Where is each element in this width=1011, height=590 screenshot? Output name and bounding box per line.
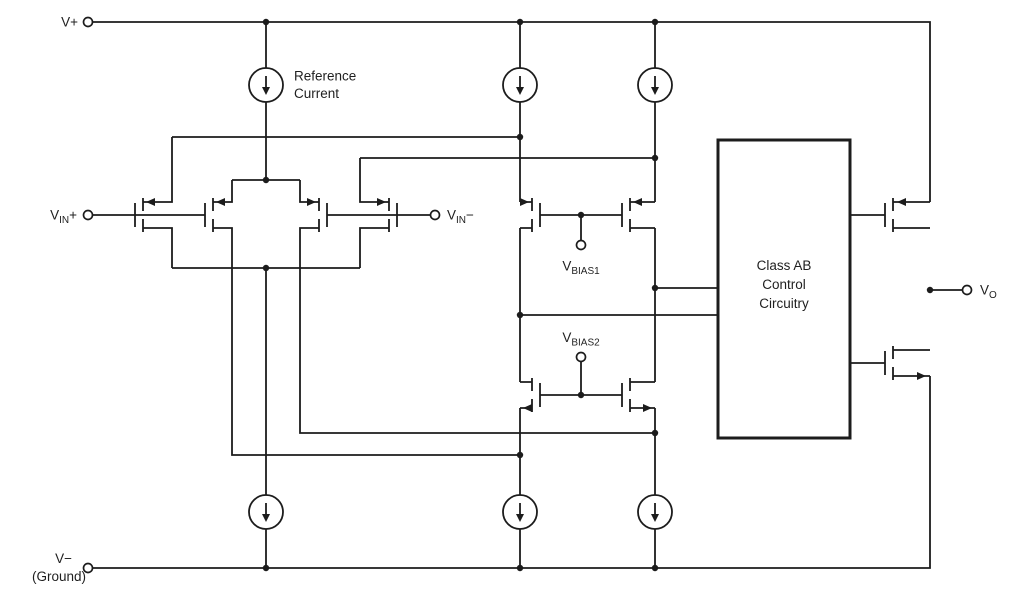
mosfet-arrow-icon <box>897 198 906 206</box>
current-arrow-icon <box>516 514 524 522</box>
input-mosfet-1 <box>134 137 173 268</box>
current-arrow-icon <box>651 87 659 95</box>
lower-cascode-mosfet-left <box>520 378 541 412</box>
bottom-current-source-3 <box>637 494 673 530</box>
vbias2-terminal <box>575 351 587 363</box>
vplus-terminal <box>82 16 94 28</box>
top-current-source-3 <box>637 67 673 103</box>
lower-cascode-mosfet-right <box>621 378 655 412</box>
mosfet-arrow-icon <box>633 198 642 206</box>
input-mosfet-3 <box>299 180 655 434</box>
output-mosfet-bottom <box>884 346 930 380</box>
class-ab-label-line3: Circuitry <box>759 296 809 311</box>
vout-terminal <box>961 284 973 296</box>
vbias1-terminal <box>575 239 587 251</box>
top-current-source-2 <box>502 67 538 103</box>
mosfet-arrow-icon <box>307 198 316 206</box>
current-arrow-icon <box>262 514 270 522</box>
reference-current-source <box>248 67 284 103</box>
mosfet-arrow-icon <box>917 372 926 380</box>
vbias1-label: VBIAS1 <box>562 259 600 278</box>
vplus-label: V+ <box>61 15 78 30</box>
class-ab-label-line1: Class AB <box>757 258 812 273</box>
current-arrow-icon <box>262 87 270 95</box>
bottom-current-source-2 <box>502 494 538 530</box>
reference-current-label-line2: Current <box>294 86 339 101</box>
output-mosfet-top <box>884 198 930 232</box>
vin-minus-label: VIN− <box>447 208 474 227</box>
mosfet-arrow-icon <box>643 404 652 412</box>
mosfet-arrow-icon <box>523 404 532 412</box>
vminus-rail <box>93 376 931 569</box>
vminus-terminal <box>82 562 94 574</box>
vplus-rail <box>93 21 931 202</box>
class-ab-control-box: Class AB Control Circuitry <box>716 138 852 440</box>
junction-dots <box>262 18 934 572</box>
reference-current-label-line1: Reference <box>294 69 356 84</box>
upper-cascode-mosfet-left <box>520 198 541 232</box>
mosfet-arrow-icon <box>146 198 155 206</box>
input-mosfet-2 <box>204 180 520 456</box>
current-arrow-icon <box>516 87 524 95</box>
vout-label: VO <box>980 283 997 302</box>
class-ab-label-line2: Control <box>762 277 806 292</box>
mosfet-arrow-icon <box>216 198 225 206</box>
vin-minus-terminal <box>429 209 441 221</box>
vin-plus-label: VIN+ <box>50 208 77 227</box>
current-arrow-icon <box>651 514 659 522</box>
bottom-current-source-1 <box>248 494 284 530</box>
ground-label: (Ground) <box>32 569 86 584</box>
mosfet-arrow-icon <box>520 198 529 206</box>
mosfet-arrow-icon <box>377 198 386 206</box>
vminus-label: V− <box>55 551 72 566</box>
input-mosfet-4 <box>359 158 398 268</box>
upper-cascode-mosfet-right <box>621 198 655 232</box>
vbias2-label: VBIAS2 <box>562 330 600 349</box>
vin-plus-terminal <box>82 209 94 221</box>
